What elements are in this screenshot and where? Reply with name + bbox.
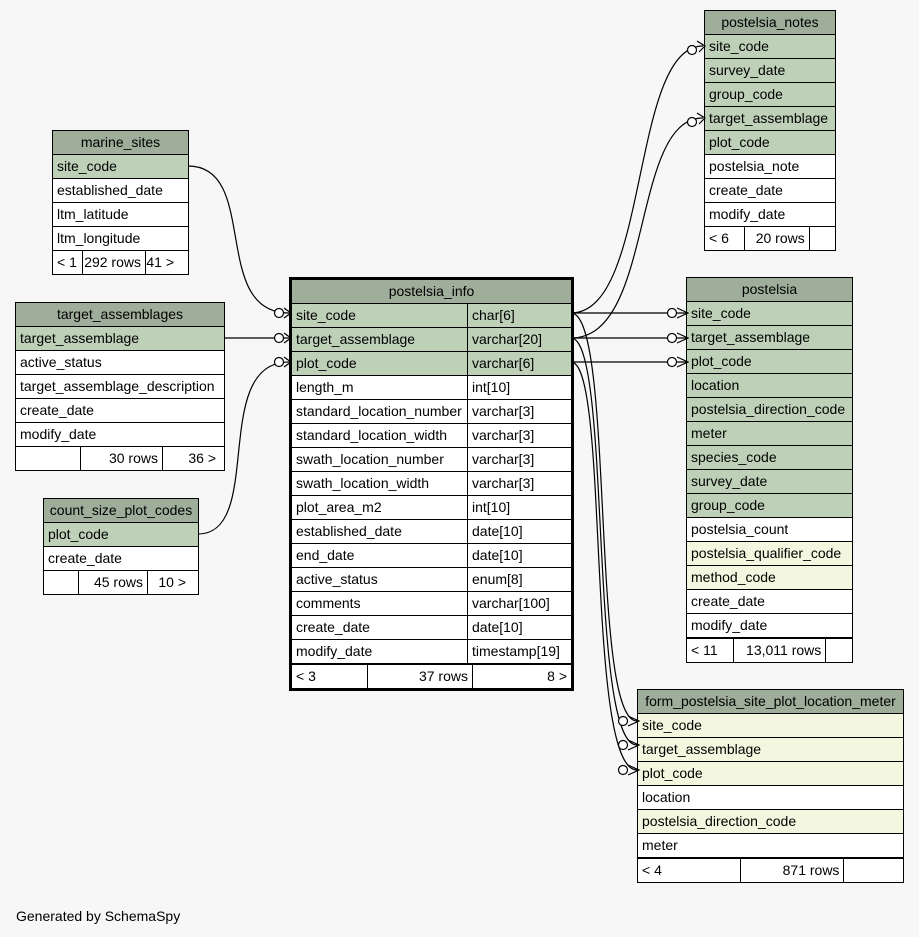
table-row[interactable]: target_assemblage: [16, 327, 224, 351]
table-title[interactable]: form_postelsia_site_plot_location_meter: [638, 690, 903, 714]
table-row[interactable]: postelsia_note: [705, 155, 835, 179]
table-marine-sites[interactable]: marine_sites site_code established_date …: [52, 130, 189, 275]
table-row[interactable]: create_date: [44, 547, 198, 571]
edge-marker-circle: [686, 116, 698, 128]
table-row[interactable]: target_assemblage: [687, 326, 852, 350]
edge-postelsia-info-notes-assemblage: [570, 117, 704, 339]
table-footer: 30 rows 36 >: [16, 447, 224, 470]
table-title[interactable]: marine_sites: [53, 131, 188, 155]
table-footer: < 3 37 rows 8 >: [292, 664, 571, 688]
table-row[interactable]: postelsia_direction_code: [687, 398, 852, 422]
table-row[interactable]: ltm_longitude: [53, 227, 188, 251]
table-row[interactable]: site_code: [638, 714, 903, 738]
edge-postelsia-info-form-site: [570, 312, 638, 722]
table-row[interactable]: meter: [687, 422, 852, 446]
table-row[interactable]: species_code: [687, 446, 852, 470]
edge-marker-circle: [617, 739, 629, 751]
edge-marker-circle: [666, 356, 678, 368]
table-row[interactable]: group_code: [705, 83, 835, 107]
table-form-postelsia-site-plot-location-meter[interactable]: form_postelsia_site_plot_location_meter …: [637, 689, 904, 883]
edge-marker-circle: [666, 307, 678, 319]
table-row[interactable]: postelsia_direction_code: [638, 810, 903, 834]
edge-marker-circle: [273, 356, 285, 368]
table-row[interactable]: plot_code: [705, 131, 835, 155]
edge-marker-circle: [617, 764, 629, 776]
table-row[interactable]: established_date: [53, 179, 188, 203]
table-row[interactable]: plot_code: [44, 523, 198, 547]
table-title[interactable]: postelsia: [687, 278, 852, 302]
table-row[interactable]: create_date: [687, 590, 852, 614]
table-target-assemblages[interactable]: target_assemblages target_assemblage act…: [15, 302, 225, 471]
table-row[interactable]: meter: [638, 834, 903, 858]
table-row[interactable]: plot_code: [687, 350, 852, 374]
table-row[interactable]: site_code: [53, 155, 188, 179]
table-row[interactable]: postelsia_count: [687, 518, 852, 542]
table-row[interactable]: location: [687, 374, 852, 398]
table-row[interactable]: postelsia_qualifier_code: [687, 542, 852, 566]
table-postelsia-notes[interactable]: postelsia_notes site_code survey_date gr…: [704, 10, 836, 251]
table-title[interactable]: postelsia_notes: [705, 11, 835, 35]
table-row[interactable]: modify_date: [16, 423, 224, 447]
table-footer: < 6 20 rows: [705, 227, 835, 250]
table-row[interactable]: plot_code: [638, 762, 903, 786]
table-title[interactable]: target_assemblages: [16, 303, 224, 327]
edge-postelsia-info-notes-site: [570, 45, 704, 314]
table-footer: 45 rows 10 >: [44, 571, 198, 594]
table-row[interactable]: create_date: [16, 399, 224, 423]
table-row[interactable]: modify_date: [687, 614, 852, 638]
table-row[interactable]: site_code: [705, 35, 835, 59]
table-row[interactable]: target_assemblage: [705, 107, 835, 131]
edge-postelsia-info-form-plot: [570, 361, 638, 771]
generated-by-note: Generated by SchemaSpy: [16, 908, 181, 924]
table-row[interactable]: survey_date: [687, 470, 852, 494]
edge-marker-circle: [686, 44, 698, 56]
table-row[interactable]: location: [638, 786, 903, 810]
edge-marker-circle: [273, 332, 285, 344]
table-row[interactable]: create_date: [705, 179, 835, 203]
table-row[interactable]: ltm_latitude: [53, 203, 188, 227]
table-row[interactable]: active_status: [16, 351, 224, 375]
table-footer: < 4 871 rows: [638, 858, 903, 882]
table-row[interactable]: target_assemblage: [638, 738, 903, 762]
table-title[interactable]: postelsia_info: [292, 280, 571, 304]
table-title[interactable]: count_size_plot_codes: [44, 499, 198, 523]
edge-postelsia-info-form-assemblage: [570, 337, 638, 746]
edge-marker-circle: [666, 332, 678, 344]
table-count-size-plot-codes[interactable]: count_size_plot_codes plot_code create_d…: [43, 498, 199, 595]
table-row[interactable]: group_code: [687, 494, 852, 518]
edge-marine-sites-postelsia-info: [187, 165, 290, 314]
table-footer: < 11 13,011 rows: [687, 638, 852, 662]
table-row[interactable]: survey_date: [705, 59, 835, 83]
table-footer: < 1 292 rows 41 >: [53, 251, 188, 274]
table-row[interactable]: site_code: [687, 302, 852, 326]
edge-marker-circle: [617, 715, 629, 727]
table-row[interactable]: target_assemblage_description: [16, 375, 224, 399]
edge-marker-circle: [273, 307, 285, 319]
table-postelsia[interactable]: postelsia site_code target_assemblage pl…: [686, 277, 853, 663]
table-row[interactable]: method_code: [687, 566, 852, 590]
table-row[interactable]: modify_date: [705, 203, 835, 227]
